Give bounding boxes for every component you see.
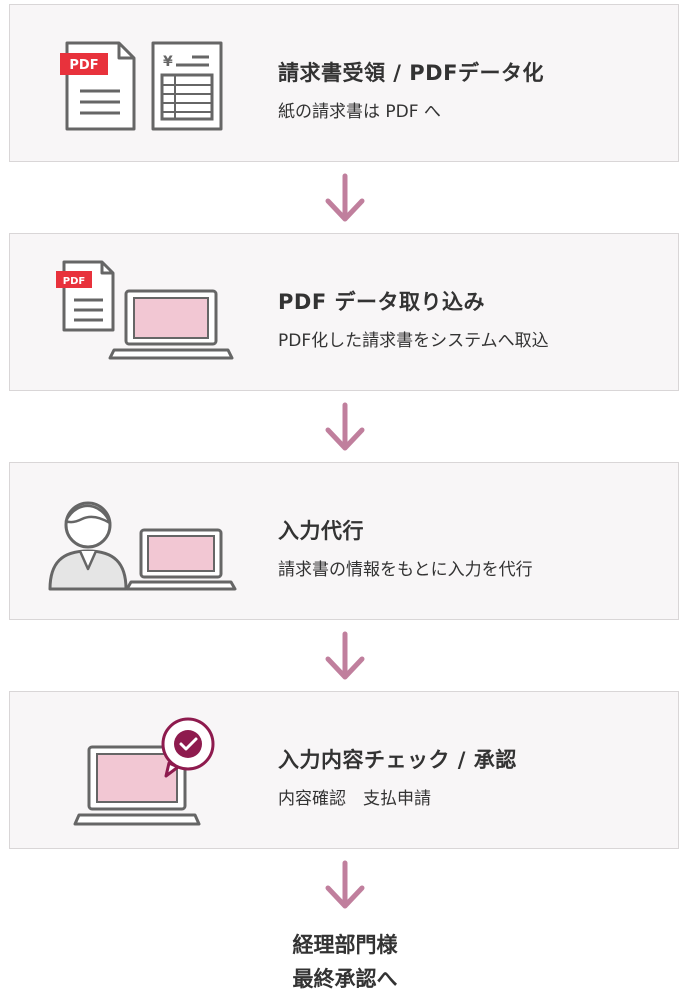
step-description: 請求書の情報をもとに入力を代行 bbox=[278, 560, 533, 580]
step-description: PDF化した請求書をシステムへ取込 bbox=[278, 331, 549, 351]
step-1-card: PDF ¥ 請求書受領 / PDFデータ化 紙の請求書は PDF へ bbox=[9, 4, 679, 162]
person-icon bbox=[48, 501, 128, 591]
step-2-card: PDF PDF データ取り込み PDF化した請求書をシステムへ取込 bbox=[9, 233, 679, 391]
down-arrow-icon bbox=[325, 402, 365, 451]
step-3-card: 入力代行 請求書の情報をもとに入力を代行 bbox=[9, 462, 679, 620]
invoice-icon: ¥ bbox=[151, 41, 223, 131]
pdf-document-icon: PDF bbox=[60, 41, 136, 131]
step-title: 入力代行 bbox=[278, 519, 364, 543]
step-description: 紙の請求書は PDF へ bbox=[278, 102, 441, 122]
svg-text:¥: ¥ bbox=[163, 54, 173, 70]
down-arrow-icon bbox=[325, 860, 365, 909]
final-line-2: 最終承認へ bbox=[292, 967, 398, 991]
svg-text:PDF: PDF bbox=[63, 276, 85, 287]
step-title: 入力内容チェック / 承認 bbox=[278, 748, 517, 772]
laptop-icon bbox=[73, 745, 201, 826]
operator-with-laptop-icons bbox=[48, 501, 237, 591]
final-line-1: 経理部門様 bbox=[292, 933, 398, 957]
check-bubble-icon bbox=[161, 717, 215, 778]
svg-text:PDF: PDF bbox=[69, 58, 98, 73]
step-description: 内容確認 支払申請 bbox=[278, 789, 431, 809]
step-title: PDF データ取り込み bbox=[278, 290, 485, 314]
pdf-to-laptop-icons: PDF bbox=[56, 260, 234, 360]
step-4-card: 入力内容チェック / 承認 内容確認 支払申請 bbox=[9, 691, 679, 849]
down-arrow-icon bbox=[325, 173, 365, 222]
step-title: 請求書受領 / PDFデータ化 bbox=[278, 61, 544, 85]
pdf-document-icon: PDF bbox=[56, 260, 115, 332]
document-icons: PDF ¥ bbox=[60, 41, 223, 131]
laptop-with-check-icons bbox=[73, 717, 215, 826]
final-destination-label: 経理部門様 最終承認へ bbox=[0, 928, 690, 996]
laptop-icon bbox=[125, 528, 237, 591]
laptop-icon bbox=[108, 289, 234, 360]
down-arrow-icon bbox=[325, 631, 365, 680]
